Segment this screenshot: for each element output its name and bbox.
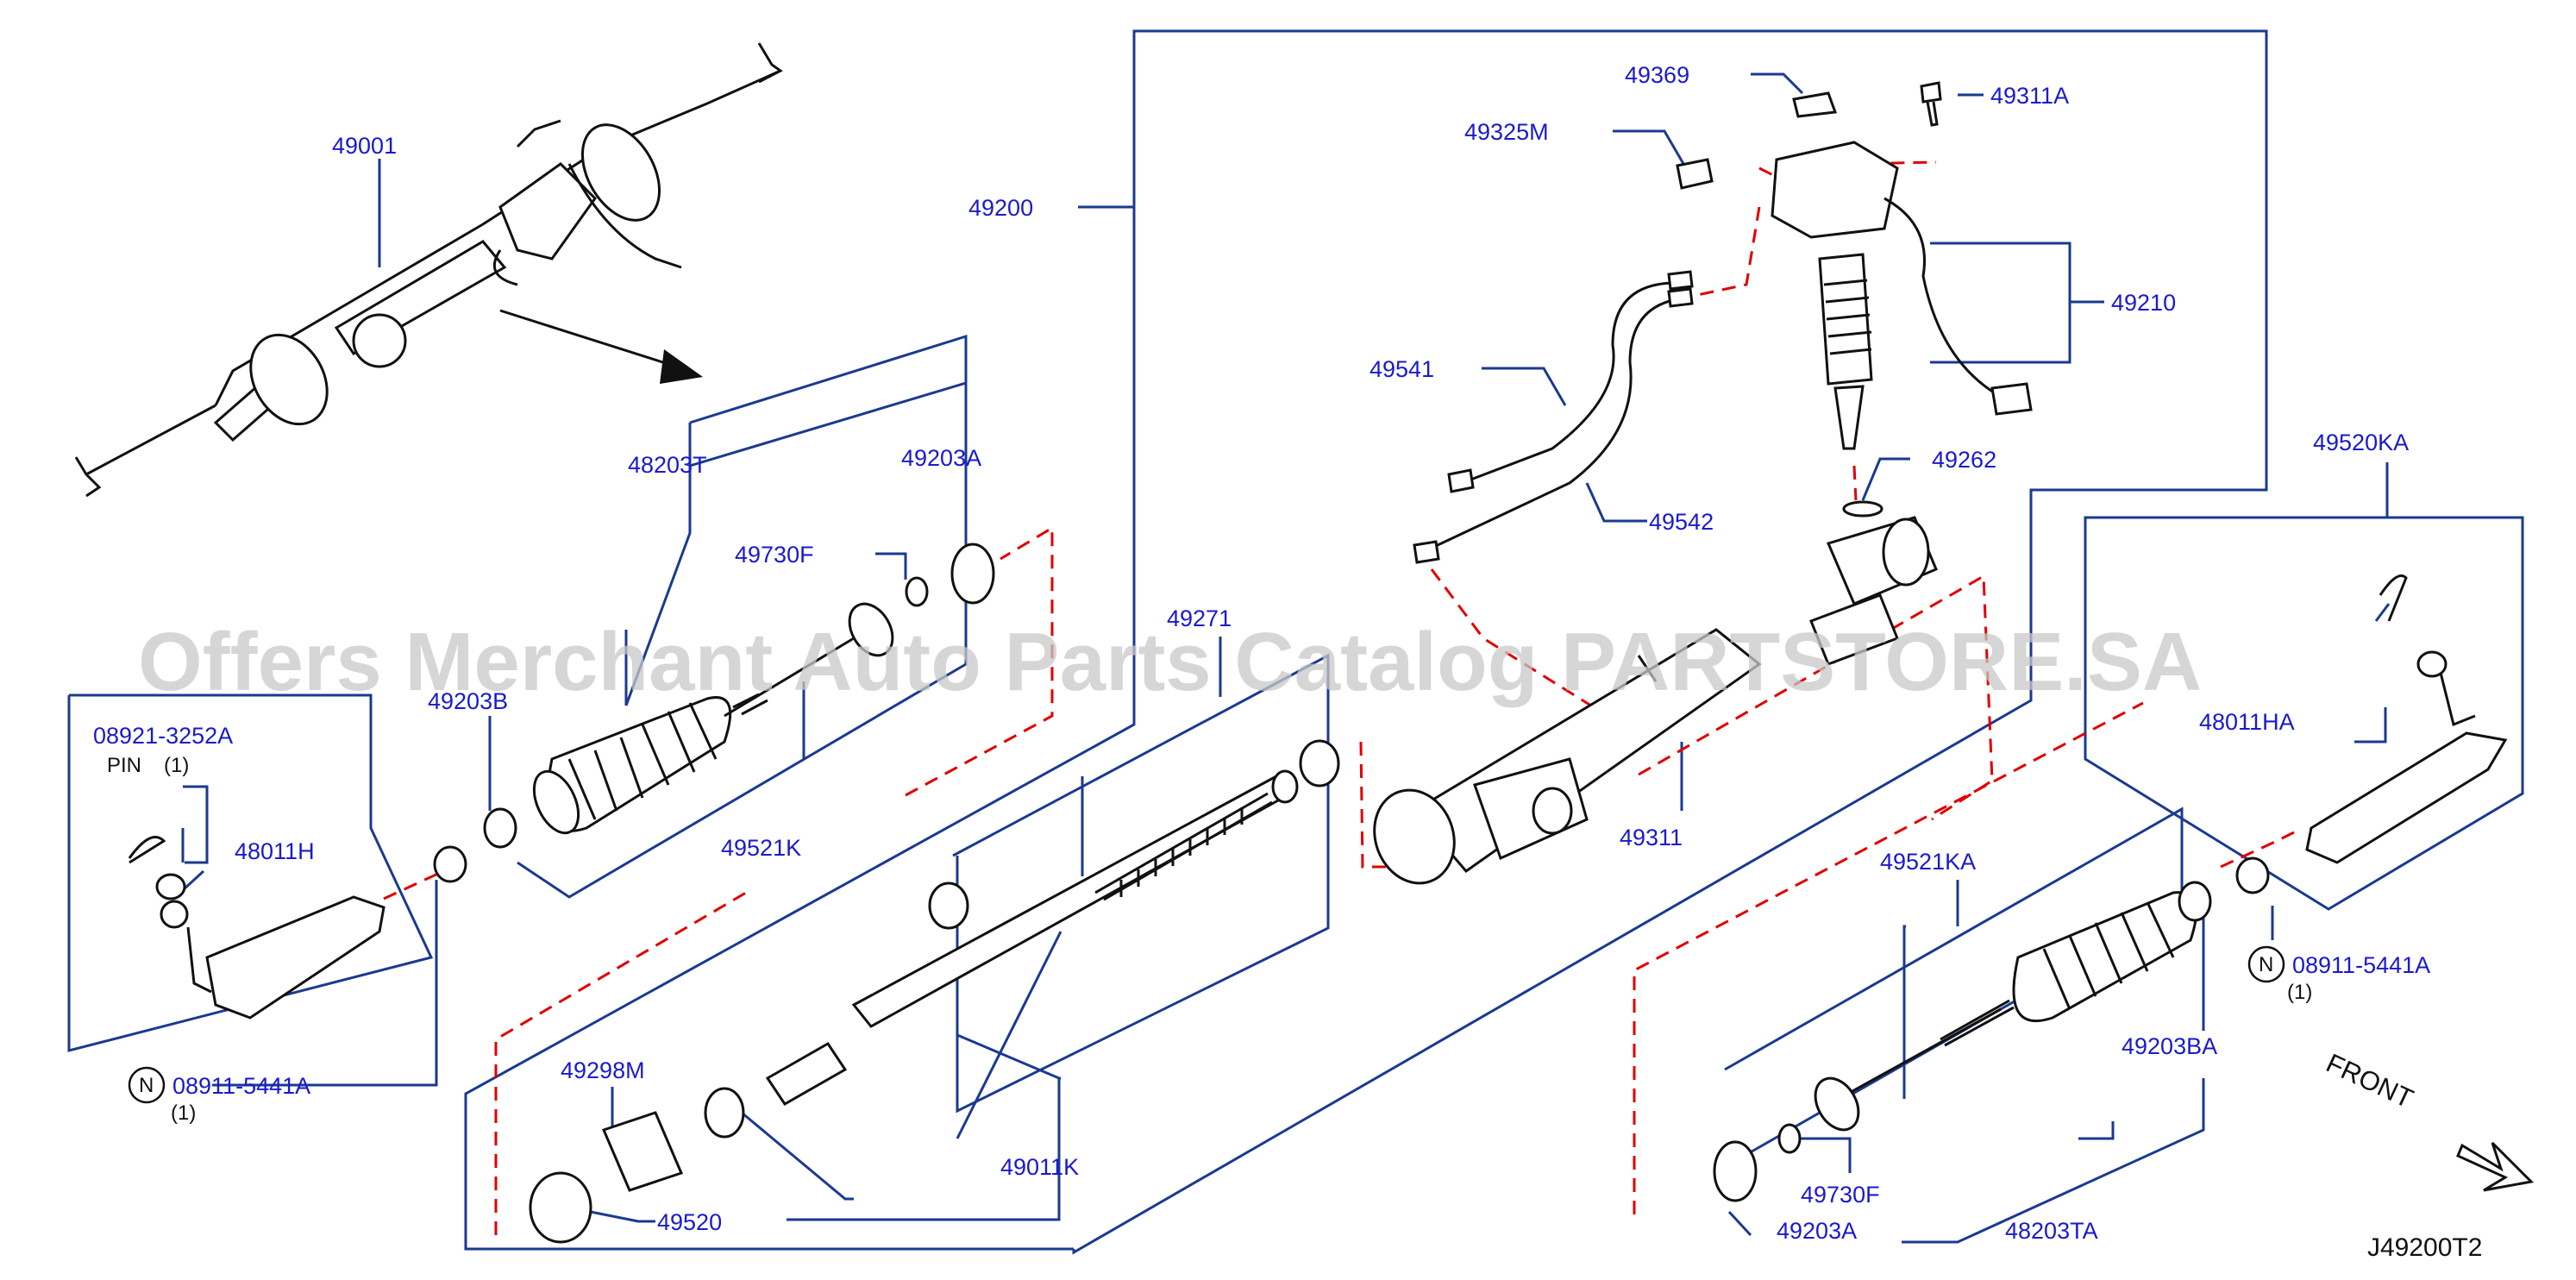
nut-48011H-part (155, 873, 186, 900)
label-49730F-bottom: 49730F (1801, 1182, 1880, 1208)
seal-right-part (1299, 739, 1340, 787)
front-arrow-icon (2456, 1141, 2535, 1192)
label-49521KA: 49521KA (1880, 849, 1976, 875)
boot-48203TA-part (2012, 891, 2198, 1023)
n-badge-right-label: N (2259, 953, 2273, 976)
boot-48203T-part (532, 696, 732, 835)
cap-49369-part (1792, 91, 1838, 118)
o-ring-49262-part (1842, 500, 1883, 518)
label-49369: 49369 (1625, 62, 1689, 88)
washer-49730F-bottom-part (1777, 1123, 1802, 1154)
label-08911-left-qty: (1) (171, 1101, 196, 1125)
label-49203BA: 49203BA (2122, 1033, 2217, 1059)
dashed-guides (383, 160, 2295, 1235)
cotter-pin-right-part (2379, 574, 2408, 622)
fitting-49325M-part (1676, 158, 1714, 190)
label-pin-left-qty: (1) (164, 754, 189, 777)
label-49203A-top: 49203A (901, 445, 981, 471)
n-badge-right-icon (2247, 945, 2285, 983)
seal-49011K-part (704, 1087, 745, 1139)
label-49542: 49542 (1649, 509, 1714, 535)
control-valve-49210-part (1771, 141, 2033, 450)
label-49311A: 49311A (1990, 83, 2069, 109)
watermark: Offers Merchant Auto Parts Catalog PARTS… (138, 616, 2202, 708)
label-49001: 49001 (332, 133, 397, 159)
label-48203T: 48203T (628, 452, 707, 478)
label-49203A-bottom: 49203A (1777, 1218, 1857, 1244)
label-49311: 49311 (1620, 825, 1683, 850)
tie-rod-end-right-part (2305, 650, 2508, 864)
label-48011HA: 48011HA (2199, 709, 2295, 735)
label-49520: 49520 (657, 1209, 722, 1235)
nut-08911-right-part (2235, 856, 2270, 894)
cylinder-49298M-part (601, 1111, 684, 1192)
label-08911-left: 08911-5441A (172, 1073, 310, 1099)
label-49325M: 49325M (1464, 119, 1549, 145)
label-pin-left: PIN (107, 754, 141, 777)
label-48203TA: 48203TA (2005, 1218, 2098, 1244)
label-49203B: 49203B (428, 688, 508, 714)
clamp-49203B-part (483, 807, 517, 849)
label-49200: 49200 (968, 195, 1033, 221)
label-49298M: 49298M (561, 1057, 645, 1083)
label-49210: 49210 (2111, 290, 2176, 316)
front-label: FRONT (2322, 1048, 2418, 1114)
bushing-49520-part (529, 1171, 592, 1244)
clamp-49203A-bottom-part (1713, 1140, 1758, 1202)
parts (74, 42, 2535, 1244)
label-49521K: 49521K (721, 835, 801, 861)
gear-housing-49311-part (1373, 516, 1938, 885)
seal-part (928, 882, 969, 930)
label-49262: 49262 (1932, 447, 1996, 473)
n-badge-left-icon (128, 1066, 166, 1104)
nut-08911-left-part (433, 845, 467, 883)
clamp-49203BA-part (2178, 881, 2212, 922)
steering-gear-assembly-part (74, 42, 783, 498)
clamp-49203A-part (950, 543, 995, 605)
bushing-49011K-part (765, 1042, 848, 1106)
label-49520KA: 49520KA (2313, 430, 2409, 455)
inner-tie-rod-49521K-part (724, 602, 894, 718)
label-48011H: 48011H (235, 838, 315, 864)
label-49730F-top: 49730F (735, 542, 814, 568)
label-08911-right: 08911-5441A (2292, 952, 2430, 978)
washer-49730F-part (905, 576, 929, 607)
label-49271: 49271 (1167, 605, 1232, 631)
bolt-49311A-part (1920, 81, 1942, 127)
diagram-code: J49200T2 (2367, 1233, 2482, 1262)
tie-rod-end-left-part (160, 895, 385, 1020)
n-badge-left-label: N (139, 1074, 154, 1097)
inner-tie-rod-49521KA-part (1814, 999, 2015, 1132)
direction-arrow (499, 309, 691, 373)
label-49011K: 49011K (1000, 1154, 1079, 1180)
label-49541: 49541 (1369, 356, 1434, 382)
pipes-49541-49542-part (1413, 270, 1694, 564)
label-08921-left: 08921-3252A (93, 723, 233, 749)
cotter-pin-left-part (128, 836, 166, 864)
label-08911-right-qty: (1) (2287, 981, 2312, 1004)
leader-lines (67, 29, 2524, 1255)
rack-49271-part (851, 769, 1299, 1028)
